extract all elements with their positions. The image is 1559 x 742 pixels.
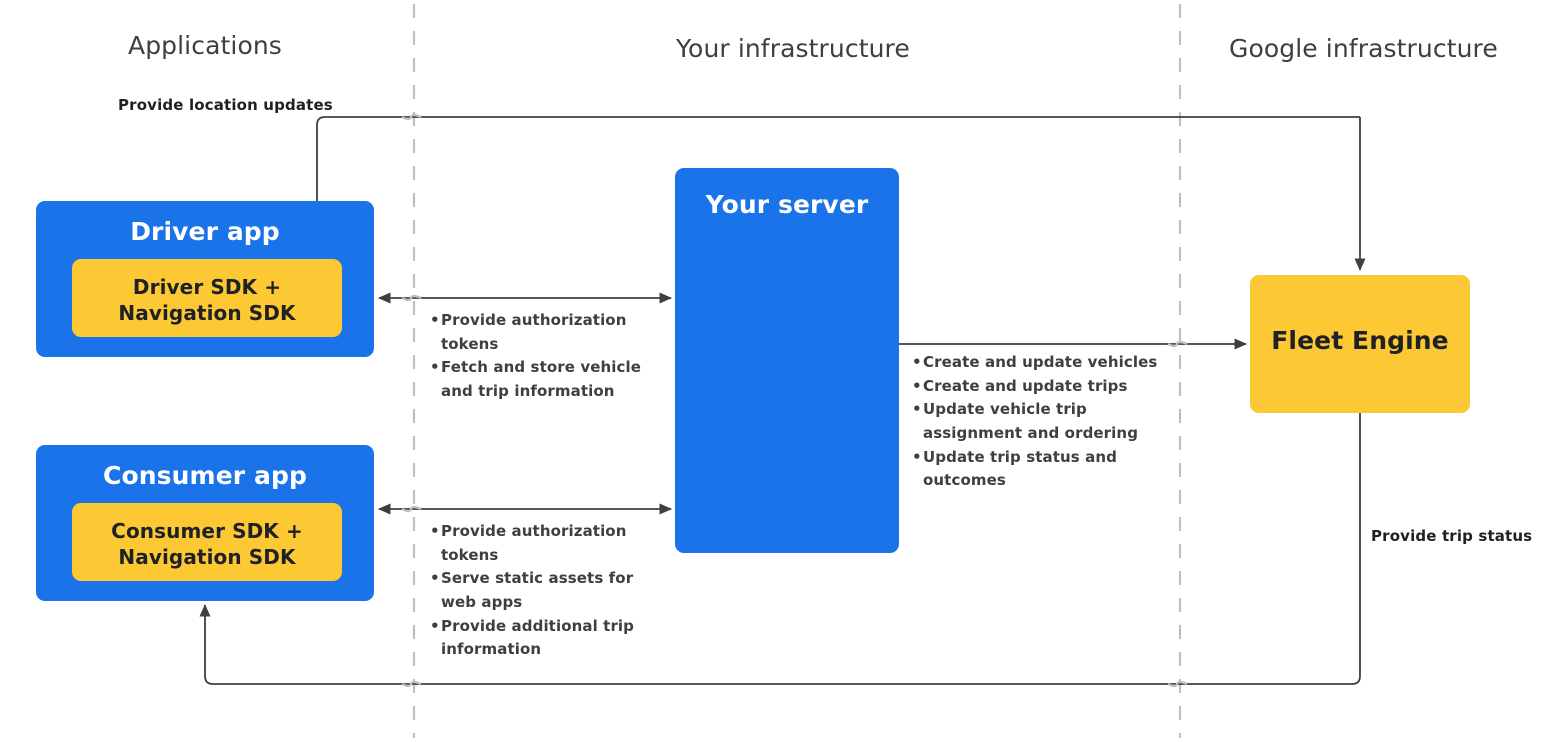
line-jump-consumer-server (401, 505, 422, 513)
node-consumer-app-title: Consumer app (103, 461, 307, 490)
bullet-item: Fetch and store vehicle and trip informa… (430, 356, 660, 403)
node-consumer-app[interactable]: Consumer app Consumer SDK + Navigation S… (36, 445, 374, 601)
bullet-item: Create and update vehicles (912, 351, 1172, 375)
bullet-item: Provide authorization tokens (430, 520, 660, 567)
line-jump-server-fleet (1167, 340, 1188, 348)
line-jump-driver-server (401, 294, 422, 302)
bullet-item: Update trip status and outcomes (912, 446, 1172, 493)
edge-list-consumer-server: Provide authorization tokensServe static… (430, 520, 660, 662)
zone-header-google-infrastructure: Google infrastructure (1229, 34, 1498, 63)
node-driver-sdk[interactable]: Driver SDK + Navigation SDK (72, 259, 342, 337)
bullet-item: Provide additional trip information (430, 615, 660, 662)
edge-list-driver-server: Provide authorization tokensFetch and st… (430, 309, 660, 404)
node-your-server-title: Your server (705, 190, 869, 219)
line-jump-bottom-left (401, 680, 422, 688)
node-consumer-sdk-label-line2: Navigation SDK (118, 545, 296, 570)
bullet-item: Provide authorization tokens (430, 309, 660, 356)
bullet-item: Update vehicle trip assignment and order… (912, 398, 1172, 445)
node-consumer-sdk[interactable]: Consumer SDK + Navigation SDK (72, 503, 342, 581)
node-consumer-sdk-label: Consumer SDK + Navigation SDK (72, 518, 342, 571)
edge-label-provide-trip-status: Provide trip status (1371, 527, 1533, 545)
node-driver-app[interactable]: Driver app Driver SDK + Navigation SDK (36, 201, 374, 357)
line-jump-bottom-right (1167, 680, 1188, 688)
edge-label-provide-location-updates: Provide location updates (118, 96, 333, 114)
node-driver-sdk-label-line1: Driver SDK + (132, 275, 282, 299)
node-consumer-sdk-label-line1: Consumer SDK + (111, 519, 303, 543)
node-driver-app-title: Driver app (130, 217, 280, 246)
line-jump-top-left (401, 113, 422, 121)
node-fleet-engine[interactable]: Fleet Engine (1250, 275, 1470, 413)
zone-header-your-infrastructure: Your infrastructure (676, 34, 910, 63)
bullet-item: Create and update trips (912, 375, 1172, 399)
bullet-item: Serve static assets for web apps (430, 567, 660, 614)
node-fleet-engine-title: Fleet Engine (1271, 326, 1449, 355)
node-your-server[interactable]: Your server (675, 168, 899, 553)
zone-header-applications: Applications (128, 31, 282, 60)
node-driver-sdk-label: Driver SDK + Navigation SDK (72, 274, 342, 327)
node-driver-sdk-label-line2: Navigation SDK (118, 301, 296, 326)
edge-list-server-fleet: Create and update vehiclesCreate and upd… (912, 351, 1172, 493)
